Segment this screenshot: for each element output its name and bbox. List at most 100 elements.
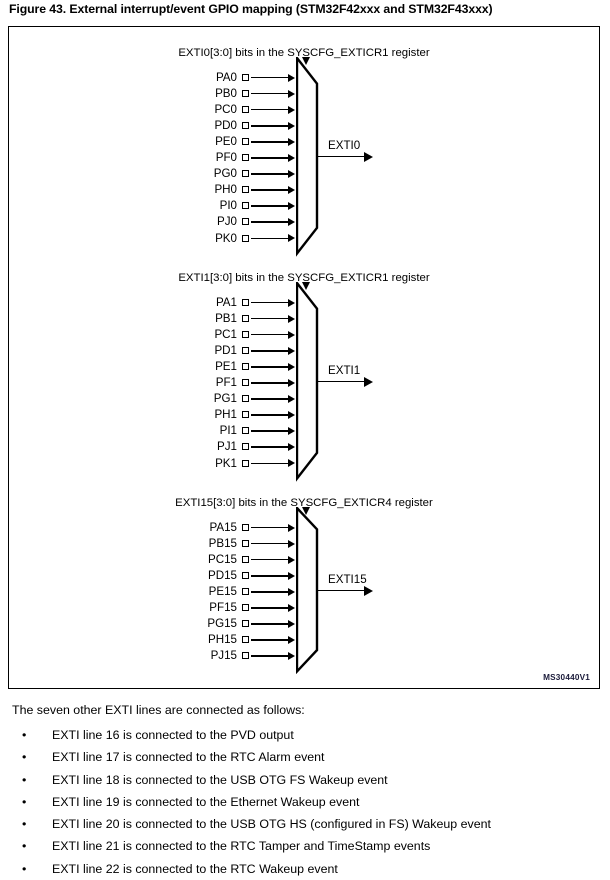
pin-label: PE1 xyxy=(215,360,237,374)
pin-arrow-head xyxy=(287,651,295,660)
output-line xyxy=(316,589,365,592)
mux-input-row: PC0 xyxy=(9,103,599,117)
pin-arrow-head xyxy=(287,346,295,355)
pin-arrow-head xyxy=(287,121,295,130)
pin-connector-line xyxy=(251,350,288,352)
mux-input-row: PH1 xyxy=(9,408,599,422)
pin-pad xyxy=(242,604,249,612)
mux-input-row: PH15 xyxy=(9,633,599,647)
pin-pad xyxy=(242,315,249,323)
pin-connector-line xyxy=(251,462,288,464)
pin-label: PD1 xyxy=(214,344,237,358)
pin-label: PG0 xyxy=(213,167,237,181)
pin-label: PA1 xyxy=(215,296,237,309)
pin-pad xyxy=(242,299,249,306)
pin-arrow-head xyxy=(287,619,295,628)
pin-connector-line xyxy=(251,109,288,111)
pin-label: PJ15 xyxy=(210,649,237,663)
pin-label: PK0 xyxy=(215,231,237,245)
pin-label: PJ0 xyxy=(217,215,237,229)
pin-connector-line xyxy=(251,398,288,400)
mux-input-row: PG1 xyxy=(9,392,599,406)
pin-connector-line xyxy=(251,334,288,336)
list-item-text: EXTI line 18 is connected to the USB OTG… xyxy=(52,772,388,787)
pin-connector-line xyxy=(251,189,288,191)
figure-box: EXTI0[3:0] bits in the SYSCFG_EXTICR1 re… xyxy=(8,26,600,689)
pin-pad xyxy=(242,122,249,130)
mux-input-row: PI1 xyxy=(9,424,599,438)
bullet-icon: • xyxy=(22,794,27,809)
pin-pad xyxy=(242,202,249,210)
pin-pad xyxy=(242,443,249,451)
pin-connector-line xyxy=(251,527,288,529)
pin-pad xyxy=(242,218,249,226)
pin-connector-line xyxy=(251,125,288,127)
pin-connector-line xyxy=(251,639,288,641)
output-label: EXTI15 xyxy=(328,572,367,586)
pin-arrow-head xyxy=(287,153,295,162)
pin-pad xyxy=(242,347,249,355)
pin-arrow-head xyxy=(287,169,295,178)
pin-connector-line xyxy=(251,382,288,384)
pin-connector-line xyxy=(251,318,288,320)
pin-label: PB0 xyxy=(215,87,237,101)
pin-label: PB15 xyxy=(208,537,237,551)
mux-input-row: PD0 xyxy=(9,119,599,133)
pin-pad xyxy=(242,556,249,564)
pin-connector-line xyxy=(251,205,288,207)
pin-connector-line xyxy=(251,430,288,432)
output-arrow-head xyxy=(364,376,373,387)
bullet-icon: • xyxy=(22,817,27,832)
pin-arrow-head xyxy=(287,137,295,146)
mux-input-row: PE15 xyxy=(9,585,599,599)
mux-input-row: PE1 xyxy=(9,360,599,374)
pin-pad xyxy=(242,90,249,98)
pin-arrow-head xyxy=(287,298,295,307)
document-id: MS30440V1 xyxy=(543,673,590,682)
pin-label: PE15 xyxy=(208,585,237,599)
pin-pad xyxy=(242,395,249,403)
pin-pad xyxy=(242,363,249,371)
pin-connector-line xyxy=(251,623,288,625)
pin-arrow-head xyxy=(287,587,295,596)
list-item-text: EXTI line 20 is connected to the USB OTG… xyxy=(52,817,491,832)
pin-pad xyxy=(242,572,249,580)
list-item: •EXTI line 18 is connected to the USB OT… xyxy=(12,769,602,791)
pin-connector-line xyxy=(251,655,288,657)
pin-arrow-head xyxy=(287,426,295,435)
pin-label: PC0 xyxy=(214,103,237,117)
mux-input-row: PI0 xyxy=(9,199,599,213)
mux-input-row: PA1 xyxy=(9,296,599,310)
pin-label: PE0 xyxy=(215,135,237,149)
pin-connector-line xyxy=(251,93,288,95)
mux-body xyxy=(296,57,319,257)
bullet-icon: • xyxy=(22,839,27,854)
mux-input-row: PB1 xyxy=(9,312,599,326)
pin-label: PD15 xyxy=(207,569,237,583)
list-item-text: EXTI line 17 is connected to the RTC Ala… xyxy=(52,750,325,765)
mux-input-row: PF15 xyxy=(9,601,599,615)
pin-arrow-head xyxy=(287,523,295,532)
pin-pad xyxy=(242,138,249,146)
output-line xyxy=(316,155,365,158)
mux-input-row: PD15 xyxy=(9,569,599,583)
pin-label: PA0 xyxy=(215,71,237,84)
pin-connector-line xyxy=(251,559,288,561)
pin-connector-line xyxy=(251,591,288,593)
pin-pad xyxy=(242,459,249,467)
control-arrow-head xyxy=(302,282,311,290)
list-item: •EXTI line 22 is connected to the RTC Wa… xyxy=(12,858,602,880)
mux-input-row: PG0 xyxy=(9,167,599,181)
figure-caption: Figure 43. External interrupt/event GPIO… xyxy=(9,2,493,16)
list-item-text: EXTI line 16 is connected to the PVD out… xyxy=(52,728,294,742)
pin-arrow-head xyxy=(287,571,295,580)
pin-label: PI1 xyxy=(219,424,237,438)
pin-label: PH15 xyxy=(207,633,237,647)
pin-pad xyxy=(242,379,249,387)
register-label: EXTI15[3:0] bits in the SYSCFG_EXTICR4 r… xyxy=(175,497,433,509)
mux-input-row: PJ0 xyxy=(9,215,599,229)
mux-input-row: PF1 xyxy=(9,376,599,390)
pin-pad xyxy=(242,524,249,531)
pin-label: PD0 xyxy=(214,119,237,133)
pin-arrow-head xyxy=(287,330,295,339)
